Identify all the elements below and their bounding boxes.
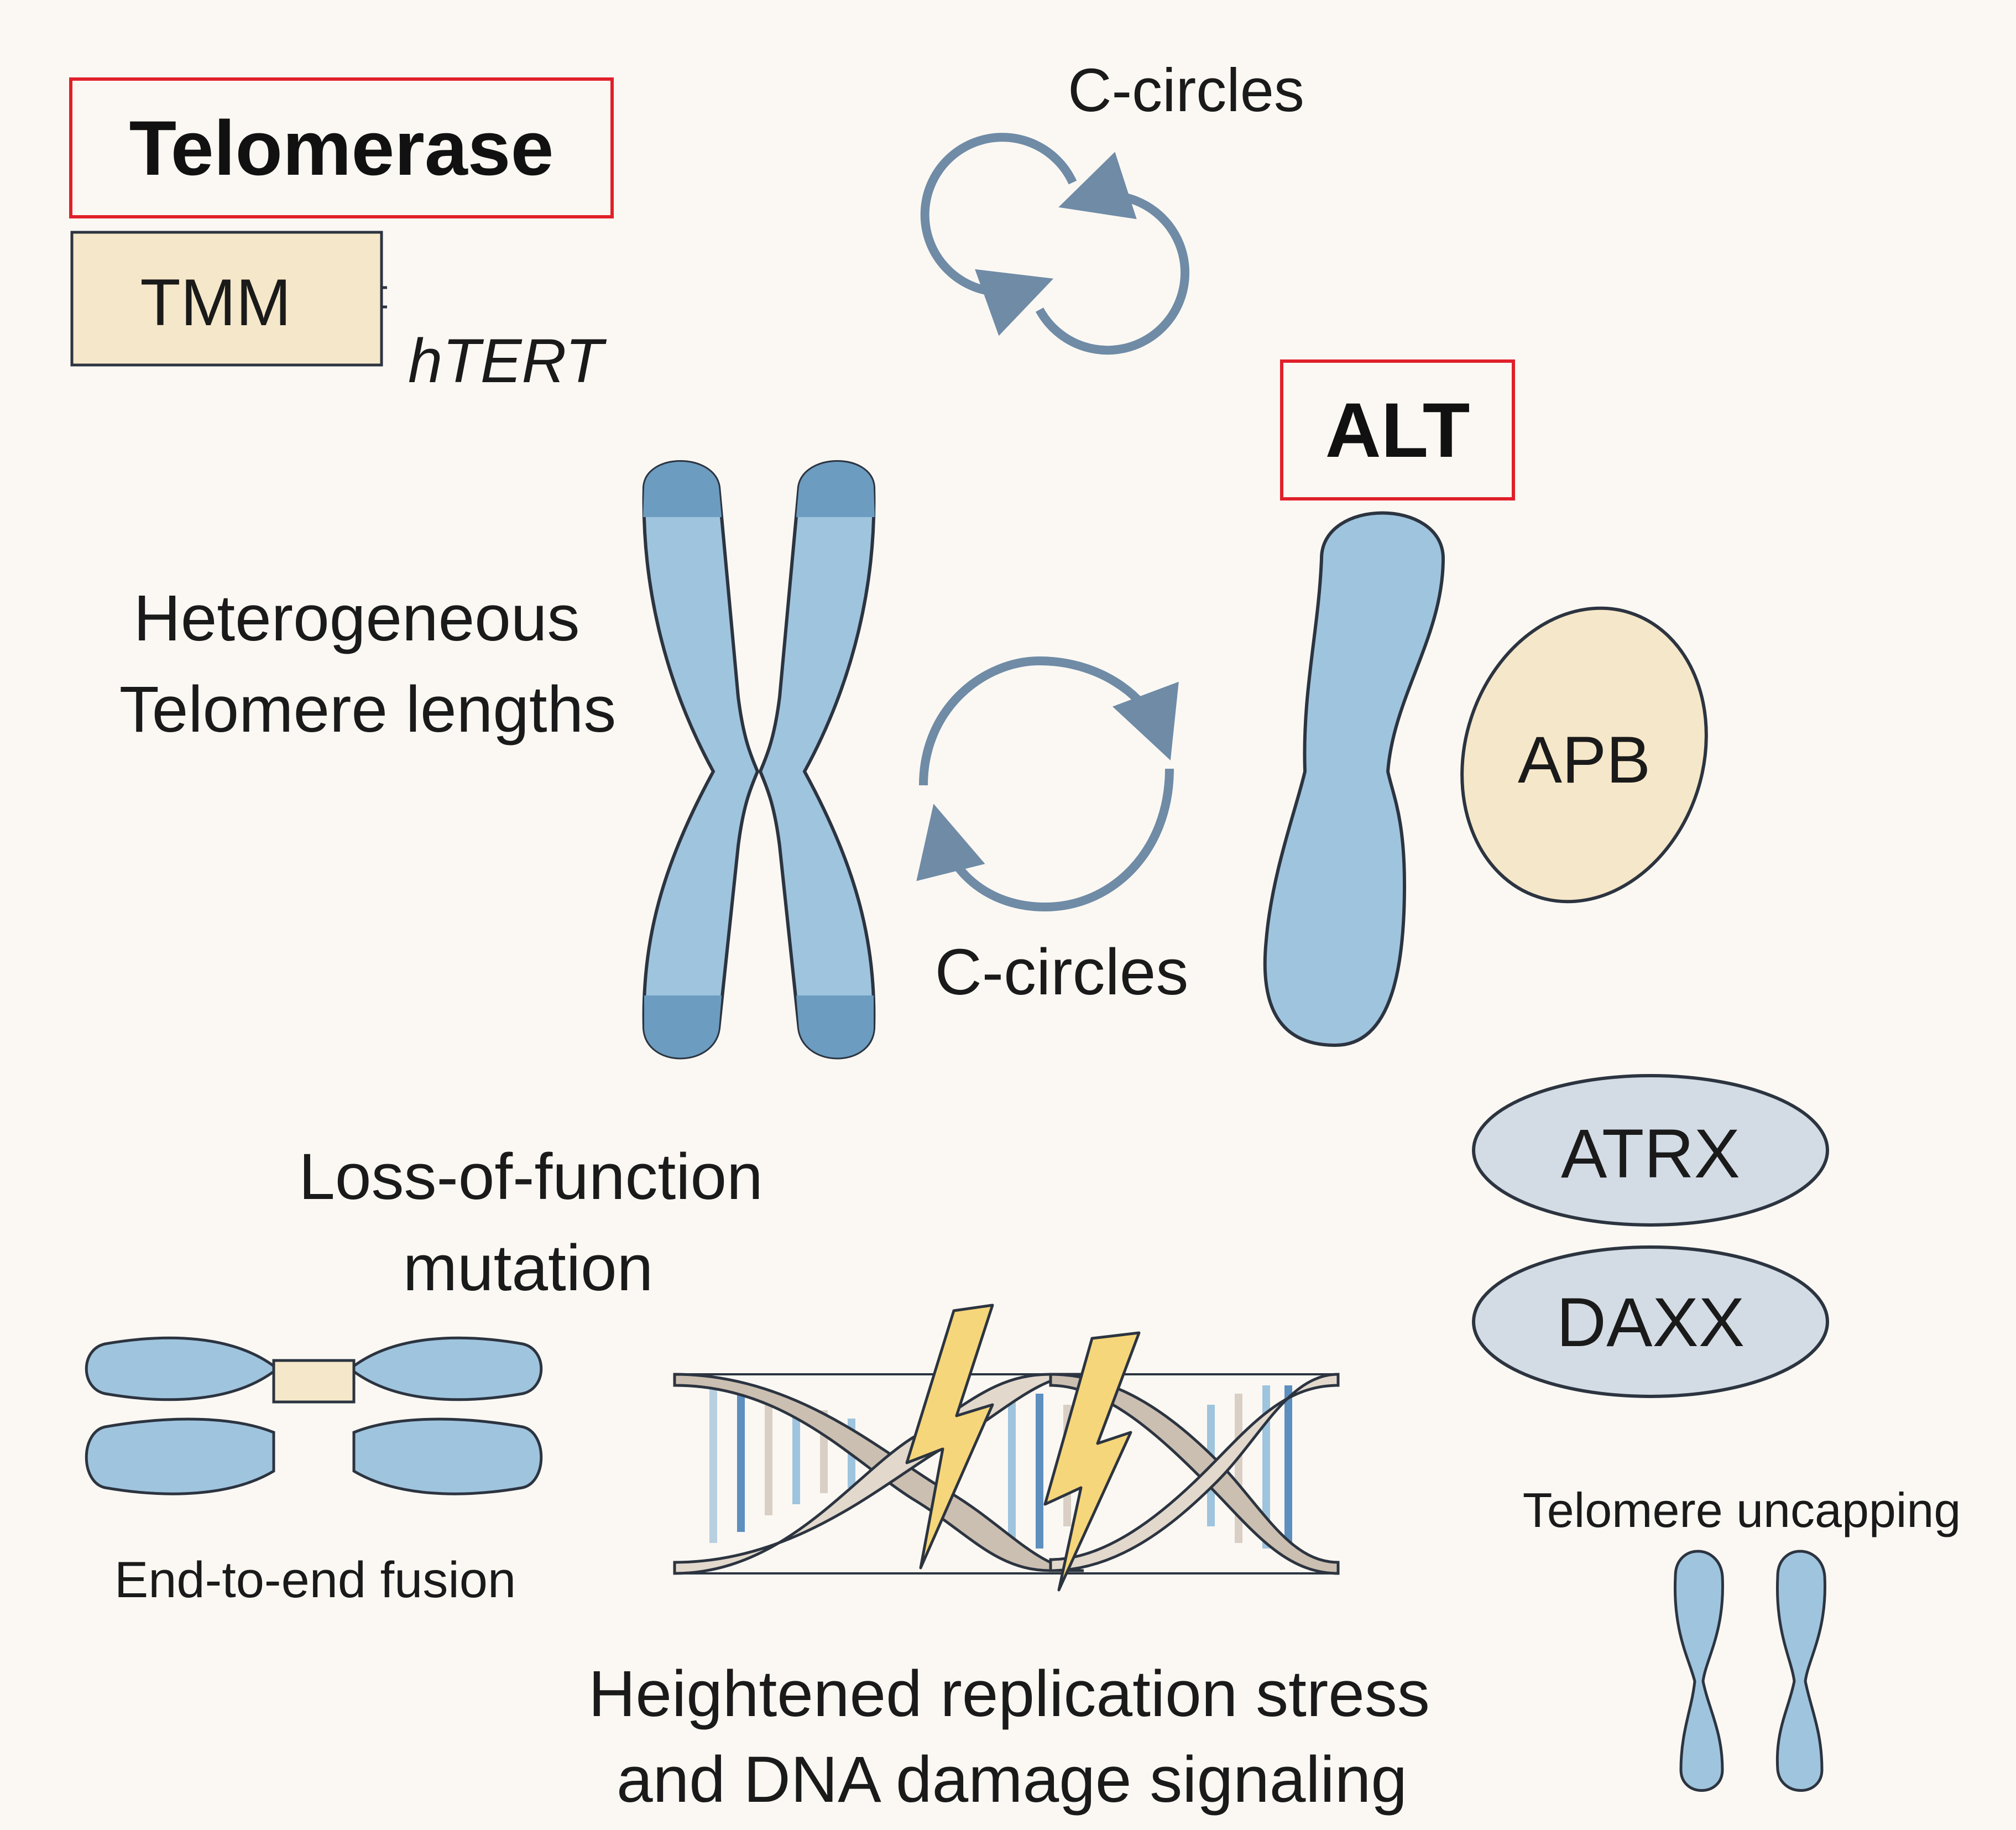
telomere-uncapping-label: Telomere uncapping (1522, 1483, 1961, 1537)
mutation-label: mutation (403, 1232, 654, 1305)
lightning-bolt-icon (905, 1304, 994, 1570)
htert-label: hTERT (408, 326, 603, 395)
c-circles-cycle-arrows (916, 656, 1179, 912)
c-circles-mid-label: C-circles (934, 936, 1189, 1009)
atrx-label: ATRX (1560, 1115, 1741, 1192)
alt-label-box: ALT (1280, 359, 1515, 500)
alt-chromosome (1263, 511, 1445, 1047)
heterogeneous-label: Heterogeneous (133, 582, 580, 655)
alt-label: ALT (1325, 386, 1470, 473)
x-chromosome (642, 460, 876, 1060)
replication-stress-label: Heightened replication stress (588, 1657, 1430, 1730)
telomere-lengths-label: Telomere lengths (119, 673, 617, 746)
telomerase-label: Telomerase (129, 104, 554, 191)
tmm-label: TMM (140, 265, 291, 340)
loss-of-function-label: Loss-of-function (299, 1140, 763, 1213)
c-circles-top-icon (920, 133, 1190, 355)
atrx-oval (1472, 1074, 1829, 1227)
end-to-end-fusion-icon (85, 1336, 543, 1495)
tmm-box (70, 231, 387, 367)
daxx-label: DAXX (1556, 1284, 1745, 1361)
daxx-oval (1472, 1245, 1829, 1398)
uncapping-chromatids-icon (1673, 1550, 1826, 1792)
dna-helix-icon (673, 1373, 1340, 1575)
c-circles-top-label: C-circles (1068, 56, 1304, 124)
end-to-end-fusion-label: End-to-end fusion (114, 1552, 516, 1608)
lightning-bolt-icon (1043, 1331, 1141, 1592)
dna-damage-signaling-label: and DNA damage signaling (616, 1743, 1408, 1816)
apb-ellipse (1460, 606, 1708, 904)
telomerase-label-box: Telomerase (69, 77, 614, 218)
apb-label: APB (1517, 723, 1651, 797)
